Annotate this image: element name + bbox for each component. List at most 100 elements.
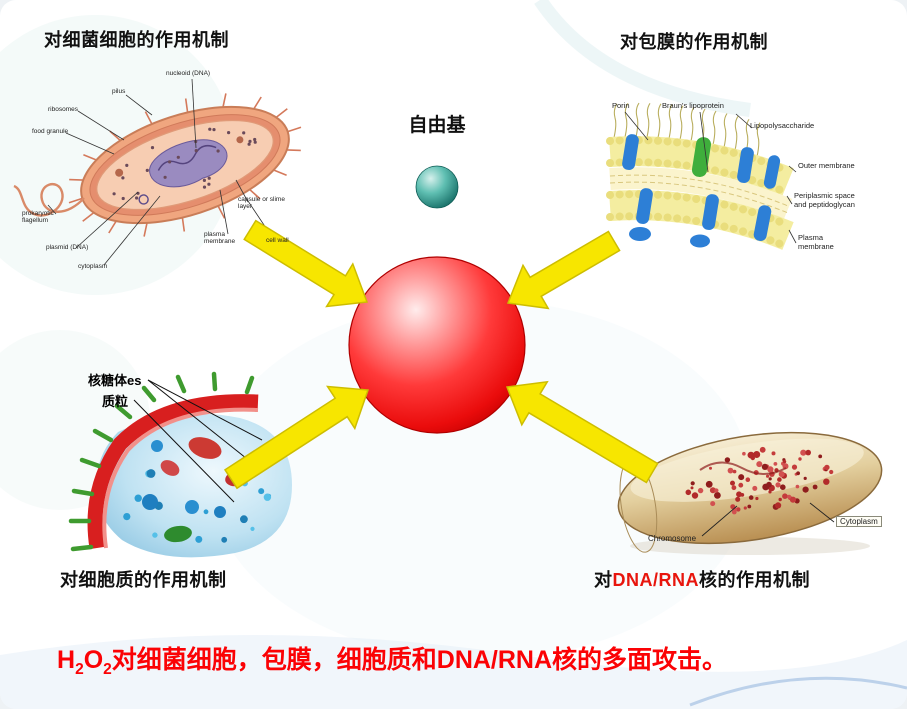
chromosome-granule — [705, 480, 713, 488]
ribosome-dot — [163, 175, 167, 179]
cytoplasm-dot — [250, 526, 255, 532]
caption-text: 对细菌细胞，包膜，细胞质和DNA/RNA核的多面攻击。 — [111, 646, 728, 674]
chromosome-granule — [724, 457, 731, 463]
peripheral-protein — [690, 234, 710, 248]
ribosome-dot — [247, 142, 251, 146]
ribosome-dot — [216, 149, 220, 153]
label-cell-wall: cell wall — [266, 237, 289, 244]
cytoplasm-dot — [258, 488, 265, 495]
label-lipopolysaccharide: Lipopolysaccharide — [750, 121, 815, 130]
attack-arrow — [223, 385, 370, 490]
chromosome-granule — [777, 477, 782, 482]
lps-hair — [723, 113, 728, 148]
label-plasmid: plasmid (DNA) — [46, 244, 89, 251]
chromosome-granule — [805, 449, 811, 456]
pilus-line — [83, 154, 97, 161]
ribosome-dot — [176, 155, 180, 159]
chromosome-granule — [800, 449, 807, 456]
label-capsule: capsule or slime layer — [238, 196, 285, 211]
label-brauns-lipoprotein: Braun's lipoprotein — [662, 101, 724, 110]
ribosome-dot — [242, 131, 246, 135]
chromosome-granule — [766, 474, 770, 478]
chromosome-granule — [745, 477, 751, 483]
membrane-illustration — [606, 102, 797, 251]
lps-hair — [635, 102, 640, 138]
chromosome-granule — [791, 464, 798, 470]
ribosome-dot — [168, 160, 172, 164]
cytoplasm-dot — [123, 513, 131, 521]
chromosome-granule — [798, 457, 802, 461]
caption-formula-o: O — [83, 646, 104, 674]
food-granule-shape — [236, 136, 244, 144]
peptidoglycan-line — [609, 181, 789, 214]
caption-formula-sub2: 2 — [103, 661, 112, 678]
chromosome-granule — [685, 489, 692, 496]
label-cytoplasm: cytoplasm — [78, 263, 108, 270]
label-ribosomes: ribosomes — [48, 106, 78, 113]
free-radical-label: 自由基 — [408, 115, 466, 136]
chromosome-granule — [736, 491, 742, 498]
pilus-line — [69, 178, 84, 181]
label-flagellum: prokaryotic flagellum — [22, 210, 54, 225]
label-plasma-membrane: plasma membrane — [204, 231, 236, 246]
pilus-line — [82, 211, 95, 222]
organelle-red — [160, 460, 180, 476]
label-pilus: pilus — [112, 88, 126, 95]
ribosome-dot — [150, 146, 155, 150]
lps-hair — [613, 103, 618, 138]
chromosome-granule — [710, 501, 716, 507]
lps-hair — [756, 122, 761, 157]
label-porin: Porin — [612, 101, 630, 110]
label-plasmid-cn: 质粒 — [102, 394, 129, 409]
lps-hair — [690, 106, 695, 142]
pilus-line — [275, 108, 288, 119]
ribosome-dot — [248, 139, 252, 143]
organelle-blue — [214, 506, 226, 518]
chromosome-granule — [727, 467, 734, 474]
h2o2-sphere — [348, 256, 526, 434]
chromosome-granule — [747, 452, 754, 458]
label-nucleoid: nucleoid (DNA) — [166, 70, 211, 77]
chromosome-granule — [748, 495, 754, 500]
pili-group — [68, 93, 302, 237]
chromosome-granule — [782, 463, 789, 470]
caption-formula-sub1: 2 — [75, 661, 84, 678]
ribosome-dot — [207, 176, 211, 180]
lps-hair — [668, 104, 673, 139]
label-cytoplasm-tag: Cytoplasm — [836, 516, 882, 527]
label-food-granule: food granule — [32, 128, 69, 135]
periplasmic-space-band — [609, 167, 793, 220]
chromosome-granule — [755, 496, 759, 501]
label-outer-membrane: Outer membrane — [798, 161, 855, 170]
membrane-protein — [753, 205, 772, 241]
cytoplasm-leader-lines — [133, 379, 263, 503]
chromosome-granule — [766, 481, 772, 488]
lps-hair — [657, 103, 662, 138]
membrane-protein — [737, 147, 754, 184]
pilus-line — [68, 197, 83, 204]
organelle-blue — [142, 494, 158, 510]
chromosome-granule — [735, 496, 741, 502]
pilus-line — [222, 93, 227, 108]
organelle-red — [188, 437, 222, 459]
chromosome-granule — [753, 451, 761, 458]
pilus-line — [144, 111, 153, 125]
pilus-line — [217, 205, 226, 219]
ribosome-dot — [227, 131, 231, 135]
bacterium-leader-lines — [47, 78, 275, 266]
lps-hair — [745, 118, 750, 154]
title-dna-mechanism: 对DNA/RNA核的作用机制 — [594, 566, 810, 592]
cytoplasm-dot — [146, 469, 156, 478]
title-dna-prefix: 对 — [594, 570, 613, 590]
chromosome-granule — [775, 502, 782, 509]
chromosome-granule — [818, 454, 823, 459]
chromosome-granule — [736, 507, 741, 512]
pilus-line — [249, 188, 261, 200]
pilus-line — [273, 169, 287, 176]
chromosome-granule — [756, 461, 763, 468]
membrane-protein — [763, 155, 781, 189]
chromosome-granule — [743, 506, 747, 510]
plasmid-loop — [138, 194, 149, 205]
chromosome-granule — [773, 462, 778, 466]
